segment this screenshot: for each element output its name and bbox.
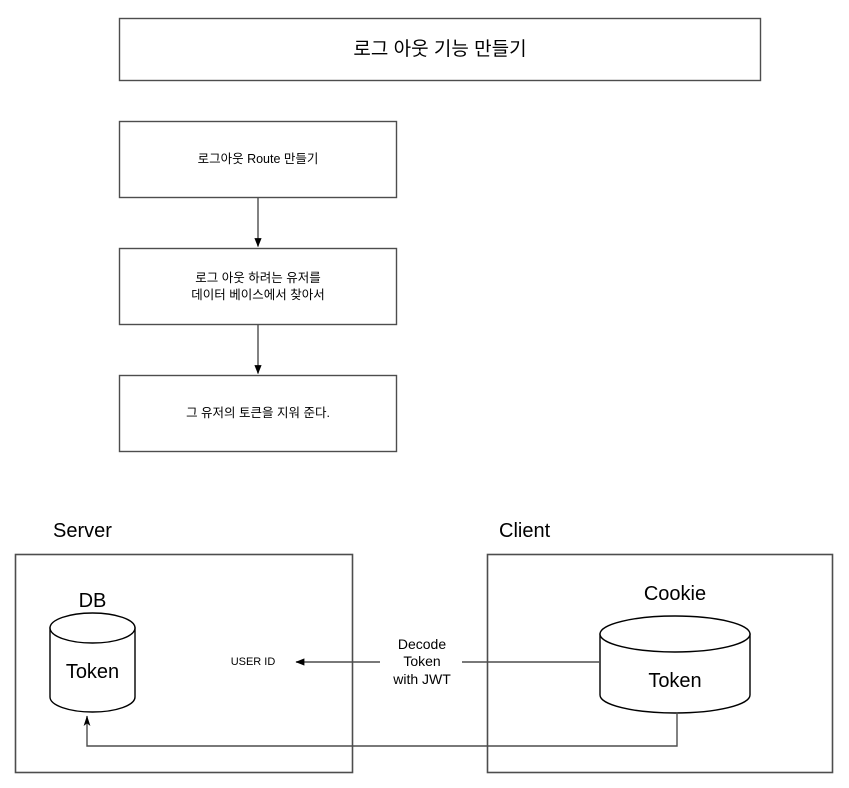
client-frame-outline xyxy=(486,553,834,774)
step-box-3-outline xyxy=(118,374,398,453)
title-box-outline xyxy=(118,17,762,82)
token-writeback-edge xyxy=(83,712,678,747)
server-frame-outline xyxy=(14,553,354,774)
step-box-1-outline xyxy=(118,120,398,199)
server-db-cylinder xyxy=(49,612,136,713)
client-cookie-cylinder xyxy=(599,615,751,714)
step-box-2-outline xyxy=(118,247,398,326)
